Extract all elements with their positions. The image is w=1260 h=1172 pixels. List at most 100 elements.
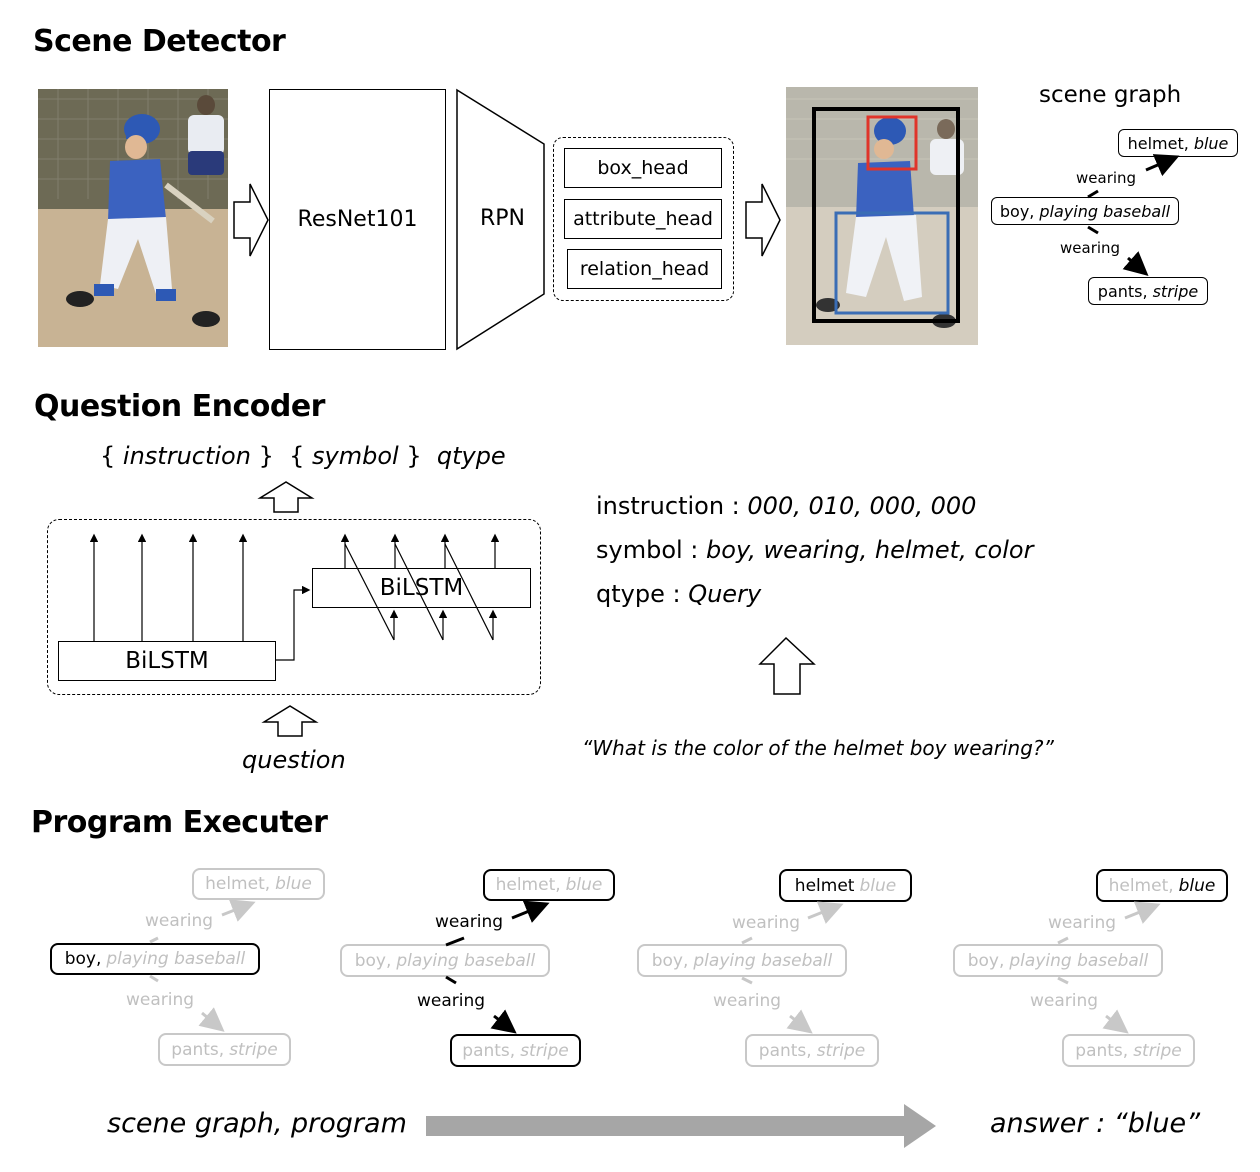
question-encoder-title: Question Encoder [34,389,325,424]
node-name: helmet, [495,875,561,895]
node-attr: stripe [1152,281,1199,301]
node-attr: stripe [1133,1040,1182,1061]
node-name: boy, [651,950,689,971]
step2-node-pants: pants,stripe [450,1034,581,1067]
step4-edge-top: wearing [1048,913,1117,933]
output-symbol: symbol [312,442,399,470]
node-name: helmet, [1127,133,1189,153]
bilstm-1-label: BiLSTM [125,648,209,674]
relation-head-label: relation_head [579,258,710,280]
step3-node-pants: pants,stripe [745,1034,879,1067]
scene-graph-label: scene graph [1039,82,1182,108]
node-attr: stripe [229,1039,278,1060]
encoder-container [47,519,541,695]
flow-arrow-1 [233,183,269,257]
node-attr: blue [1193,133,1229,153]
step2-node-helmet: helmet,blue [483,869,615,901]
person-bbox [812,107,960,323]
node-attr: playing baseball [396,950,536,971]
up-arrow-result [758,636,816,695]
attribute-head-label: attribute_head [573,208,713,230]
node-name: boy, [354,950,392,971]
pants-bbox [834,211,950,315]
step1-node-pants: pants,stripe [158,1033,291,1066]
up-arrow-output [257,481,315,513]
node-name: boy, [64,949,102,969]
resnet101-block: ResNet101 [269,89,446,350]
node-attr: blue [275,874,312,894]
step2-node-boy: boy,playing baseball [340,944,550,977]
node-name: pants, [758,1040,812,1061]
encoder-outputs: { instruction } { symbol } qtype [100,442,506,470]
node-attr: playing baseball [1039,201,1171,221]
step1-node-boy: boy,playing baseball [50,943,260,975]
step1-edge-bottom: wearing [126,990,195,1010]
result-qtype-key: qtype : [596,580,681,608]
step4-node-boy: boy,playing baseball [953,944,1163,977]
executer-flow-arrow [426,1104,936,1148]
node-attr: blue [565,875,603,895]
brace-open-1: { [100,442,123,470]
node-attr: playing baseball [693,950,833,971]
step3-node-boy: boy,playing baseball [637,944,847,977]
flow-arrow-2 [745,183,781,257]
heads-group [553,137,734,301]
node-name: helmet, [205,874,271,894]
program-executer-title: Program Executer [31,805,328,840]
step4-node-helmet: helmet,blue [1096,869,1228,902]
question-text: “What is the color of the helmet boy wea… [582,736,1054,760]
node-name: pants, [462,1040,516,1061]
detected-photo [786,87,978,345]
node-name: pants, [1097,281,1148,301]
box-head: box_head [564,148,722,188]
executer-input-label: scene graph, program [107,1108,407,1139]
output-qtype: qtype [436,442,506,470]
brace-close-2: } [398,442,437,470]
scene-graph-edges [1087,154,1180,276]
step2-edge-top: wearing [435,912,504,932]
result-qtype: qtype : Query [596,580,761,608]
helmet-bbox [866,115,918,171]
node-attr: stripe [816,1040,866,1061]
attribute-head: attribute_head [564,199,722,239]
step1-edge-top: wearing [145,911,214,931]
box-head-label: box_head [597,157,689,179]
scene-detector-title: Scene Detector [33,24,286,59]
encoder-connections [89,533,500,661]
edge-label-top: wearing [1076,169,1137,187]
node-name: pants, [1075,1040,1129,1061]
node-name: pants, [171,1039,225,1060]
node-attr: playing baseball [1009,950,1149,971]
graph-node-boy: boy,playing baseball [991,197,1179,225]
graph-node-helmet: helmet,blue [1118,129,1238,157]
step4-node-pants: pants,stripe [1062,1034,1195,1067]
bilstm-2: BiLSTM [312,568,531,608]
node-name: boy, [999,201,1035,221]
result-instruction: instruction : 000, 010, 000, 000 [596,492,976,520]
up-arrow-question [261,705,319,737]
step3-edge-top: wearing [732,913,801,933]
node-name: boy, [967,950,1005,971]
bilstm-1: BiLSTM [58,641,276,681]
result-symbol: symbol : boy, wearing, helmet, color [596,536,1033,564]
step1-node-helmet: helmet,blue [192,868,325,900]
question-input-label: question [242,746,346,774]
output-instruction: instruction [122,442,251,470]
node-name: helmet [794,875,855,896]
input-photo [38,89,228,347]
rpn-block [456,88,545,351]
result-qtype-value: Query [688,580,762,608]
result-symbol-value: boy, wearing, helmet, color [706,536,1034,564]
node-attr: stripe [520,1040,569,1061]
relation-head: relation_head [567,249,722,289]
result-symbol-key: symbol : [596,536,699,564]
rpn-label: RPN [480,206,526,231]
node-name: helmet, [1108,875,1174,896]
resnet101-label: ResNet101 [297,207,418,232]
answer-label: answer : “blue” [990,1108,1201,1139]
node-attr: playing baseball [106,949,246,969]
edge-label-bottom: wearing [1060,239,1121,257]
result-instruction-key: instruction : [596,492,740,520]
node-attr: blue [859,875,897,896]
